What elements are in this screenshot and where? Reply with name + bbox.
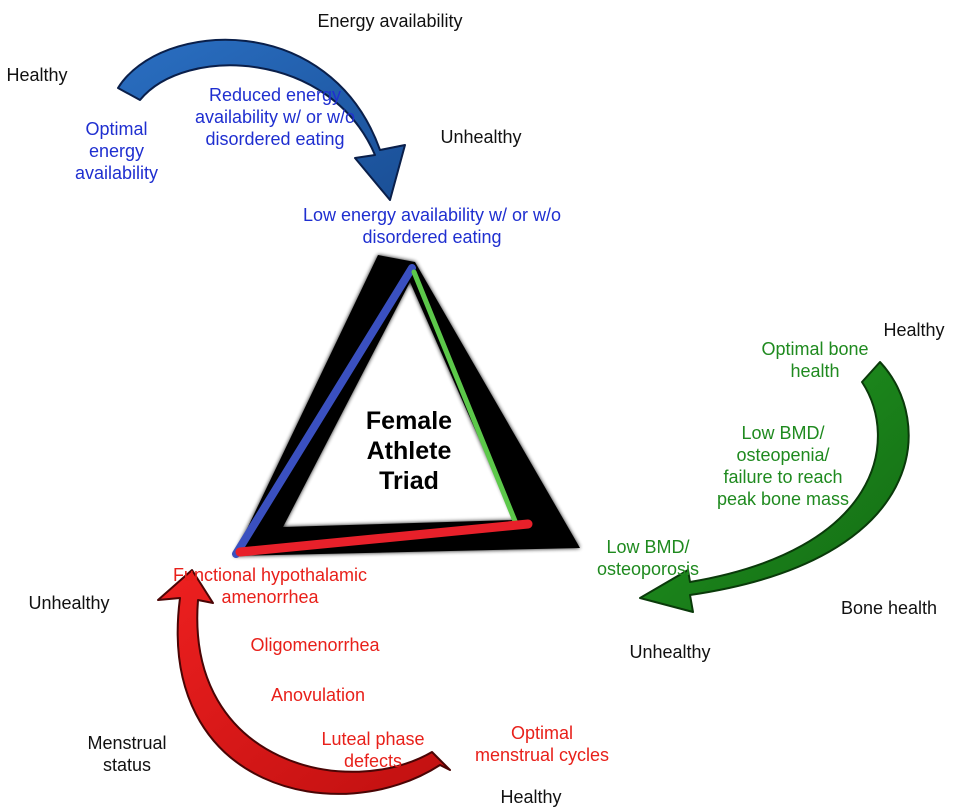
- menstrual-fha-label: Functional hypothalamic amenorrhea: [172, 565, 368, 607]
- energy-reduced-label: Reduced energy availability w/ or w/o di…: [194, 85, 356, 149]
- bone-healthy-label: Healthy: [883, 320, 945, 340]
- triangle-menstrual-edge: [235, 519, 533, 557]
- menstrual-axis-label: Menstrual status: [87, 733, 167, 775]
- energy-low-label: Low energy availability w/ or w/o disord…: [302, 205, 562, 247]
- menstrual-oligomenorrhea-label: Oligomenorrhea: [250, 635, 380, 655]
- bone-low-bmd-osteopenia-label: Low BMD/ osteopenia/ failure to reach pe…: [716, 423, 850, 509]
- bone-low-bmd-osteoporosis-label: Low BMD/ osteoporosis: [596, 537, 700, 579]
- menstrual-optimal-label: Optimal menstrual cycles: [474, 723, 610, 765]
- bone-optimal-label: Optimal bone health: [761, 339, 869, 381]
- bone-unhealthy-label: Unhealthy: [629, 642, 711, 662]
- energy-optimal-label: Optimal energy availability: [74, 119, 159, 183]
- menstrual-unhealthy-label: Unhealthy: [28, 593, 110, 613]
- bone-arrow: [639, 361, 910, 613]
- triad-title: Female Athlete Triad: [365, 407, 453, 495]
- menstrual-arrow: [157, 569, 451, 795]
- menstrual-healthy-label: Healthy: [500, 787, 562, 807]
- triangle-bone-edge: [411, 269, 518, 524]
- menstrual-luteal-label: Luteal phase defects: [321, 729, 425, 771]
- energy-axis-label: Energy availability: [317, 11, 463, 31]
- triangle-energy-edge: [232, 264, 416, 558]
- menstrual-anovulation-label: Anovulation: [270, 685, 366, 705]
- energy-arrow: [117, 38, 406, 201]
- energy-unhealthy-label: Unhealthy: [440, 127, 522, 147]
- central-triangle: [232, 255, 580, 558]
- bone-axis-label: Bone health: [840, 598, 938, 618]
- energy-healthy-label: Healthy: [6, 65, 68, 85]
